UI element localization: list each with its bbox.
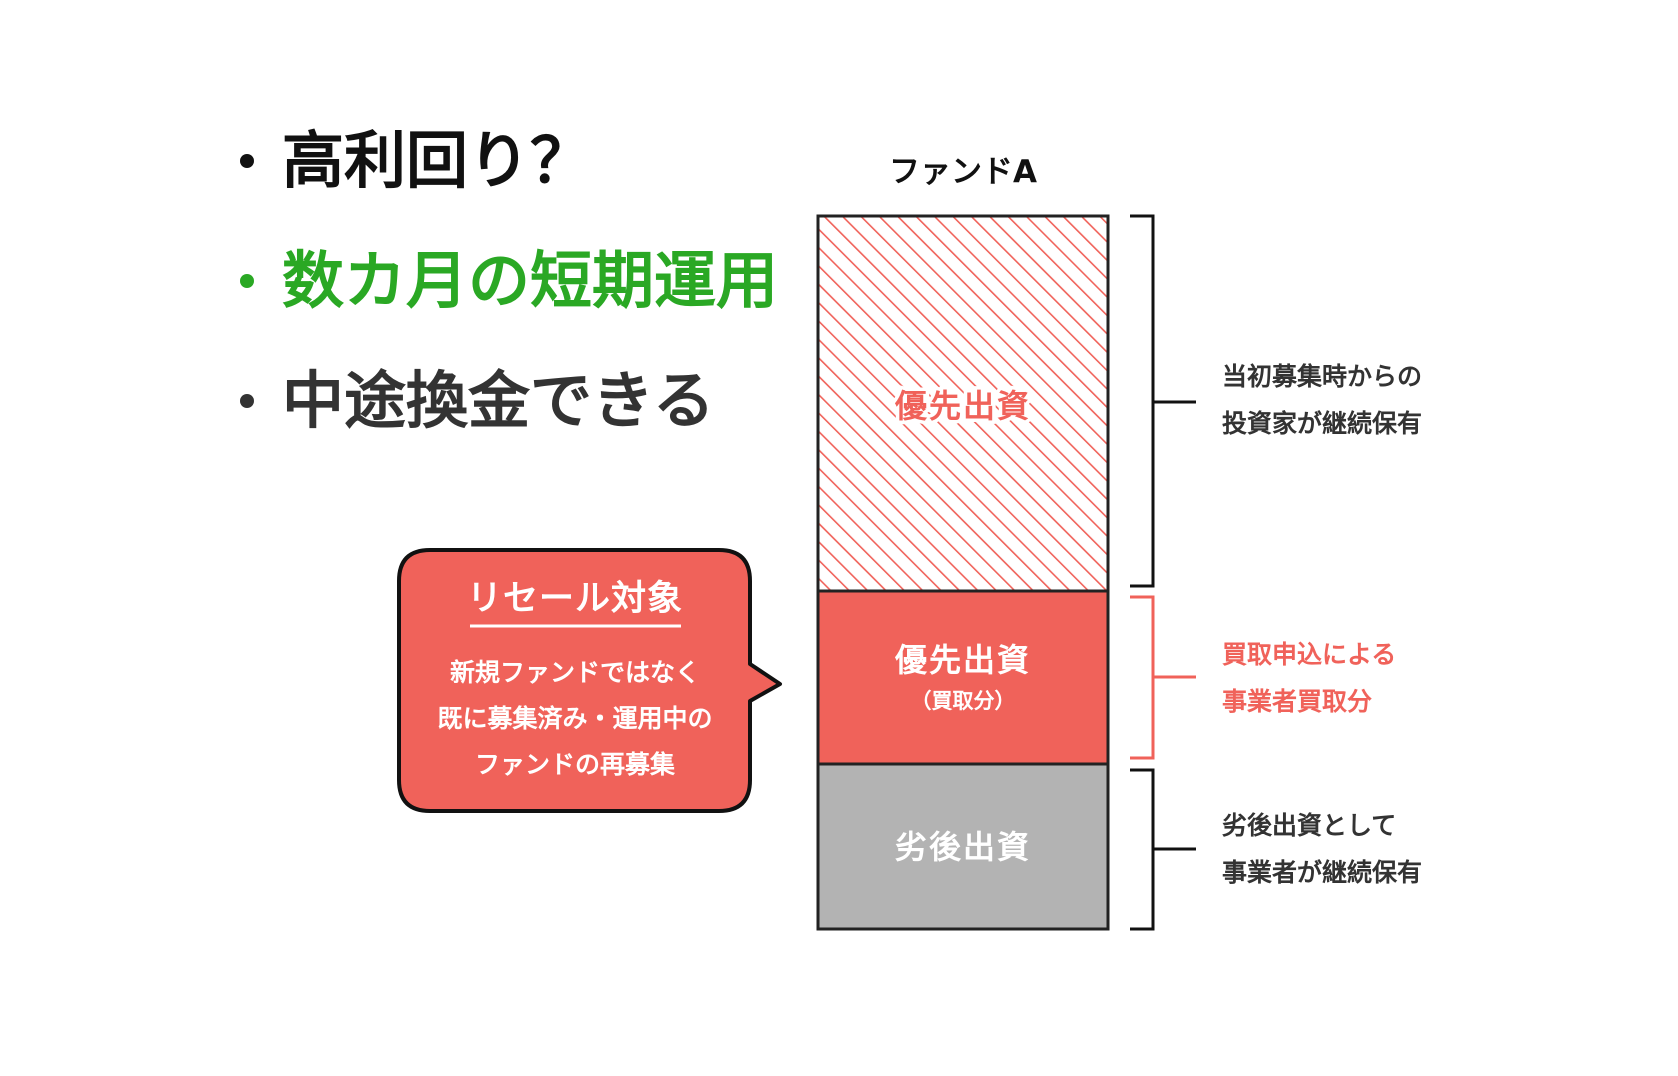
note-senior-original-line2: 投資家が継続保有: [1222, 409, 1422, 438]
bullet-dot: [240, 274, 254, 288]
note-senior-original-line1: 当初募集時からの: [1222, 362, 1422, 391]
bullet-liquidity: 中途換金できる: [240, 370, 715, 432]
note-subordinated-line1: 劣後出資として: [1222, 811, 1396, 840]
segment-senior-original-label: 優先出資: [894, 387, 1031, 425]
note-senior-buyback-line2: 事業者買取分: [1222, 687, 1372, 716]
callout-line2: 既に募集済み・運用中の: [437, 704, 712, 733]
bullet-dot: [240, 154, 254, 168]
bullet-text: 高利回り？: [282, 124, 593, 197]
bullet-dot: [240, 394, 254, 408]
bullet-short-term: 数カ月の短期運用: [240, 250, 778, 312]
bullet-high-yield: 高利回り？: [240, 130, 592, 192]
segment-senior-original: [818, 216, 1108, 591]
bullet-text: 中途換金できる: [282, 364, 715, 437]
bracket-subordinated: [1130, 768, 1196, 931]
segment-subordinated: [818, 764, 1108, 929]
callout-title: リセール対象: [467, 579, 683, 619]
bullet-text: 数カ月の短期運用: [282, 244, 779, 317]
segment-senior-buyback: [818, 591, 1108, 764]
bracket-senior-original: [1130, 214, 1196, 588]
fund-column-outline: [816, 214, 1110, 931]
fund-title: ファンドA: [889, 154, 1037, 190]
note-subordinated-line2: 事業者が継続保有: [1222, 858, 1422, 887]
callout-bubble: [397, 548, 782, 813]
segment-subordinated-label: 劣後出資: [895, 828, 1031, 866]
bracket-senior-buyback: [1130, 595, 1196, 760]
callout-line1: 新規ファンドではなく: [450, 658, 700, 687]
callout-line3: ファンドの再募集: [475, 750, 676, 779]
note-senior-buyback-line1: 買取申込による: [1222, 640, 1396, 669]
segment-senior-buyback-label: 優先出資: [894, 641, 1031, 679]
segment-senior-buyback-sublabel: （買取分）: [911, 689, 1016, 713]
